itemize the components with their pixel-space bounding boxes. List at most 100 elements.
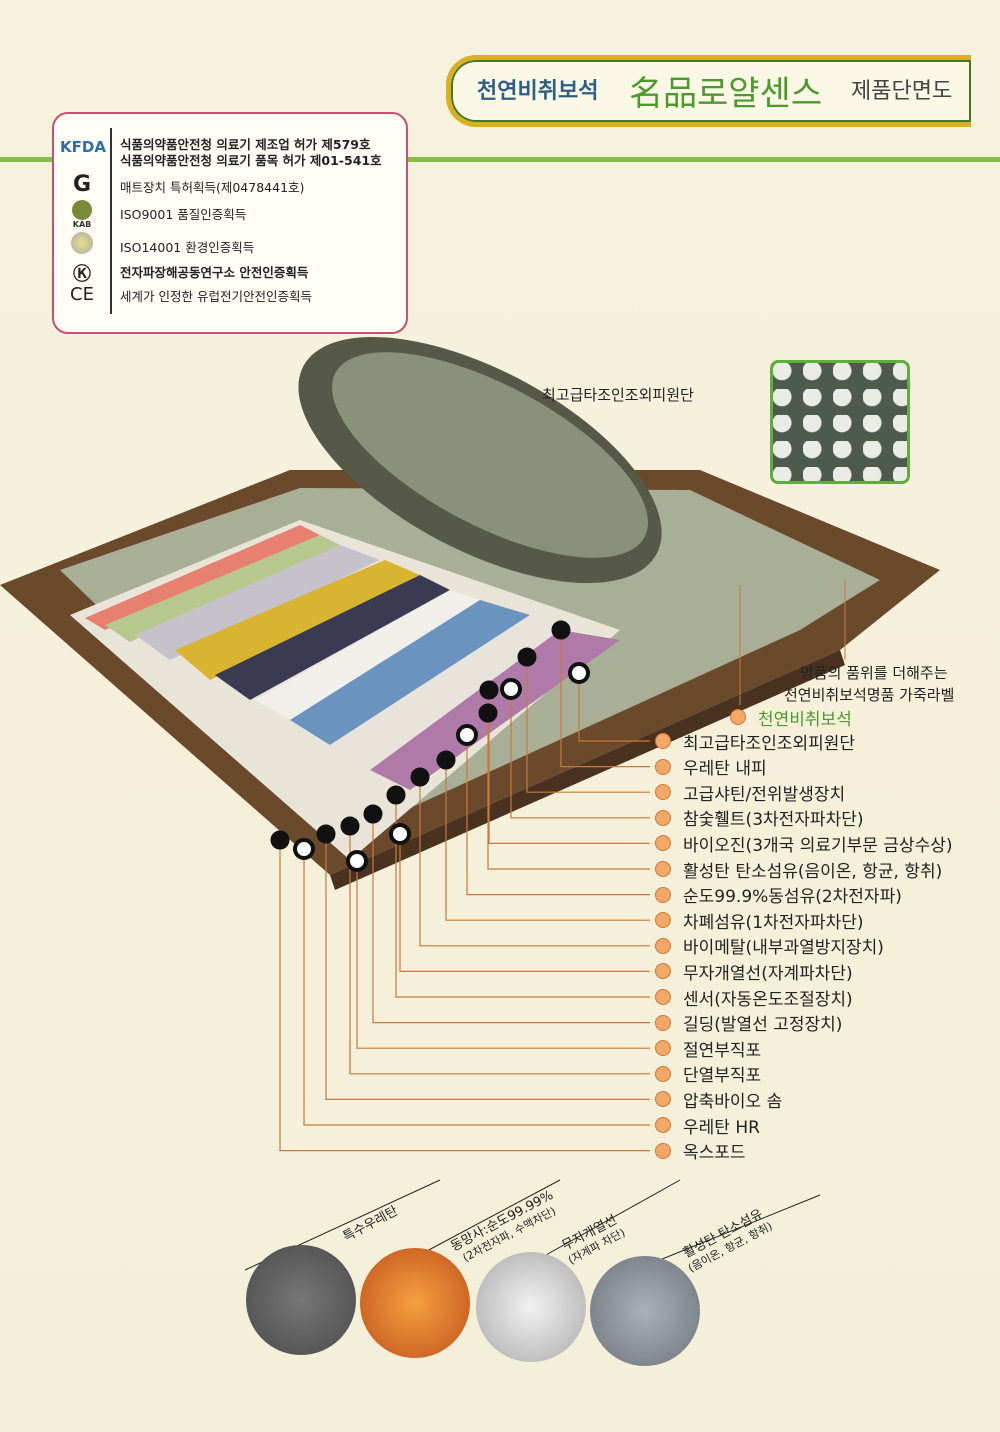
layer-marker — [478, 703, 498, 723]
layer-jade: 천연비취보석 — [730, 706, 852, 730]
cert-text: 전자파장해공동연구소 안전인증획득 — [120, 265, 309, 280]
layer-item: 단열부직포 — [655, 1063, 762, 1087]
sample-copper-mesh — [360, 1248, 470, 1358]
layer-item: 활성탄 탄소섬유(음이온, 항균, 항취) — [655, 858, 943, 882]
emc-k-icon: Ⓚ — [73, 264, 91, 285]
layer-marker — [389, 823, 411, 845]
top-caption: 최고급타조인조외피원단 — [542, 386, 694, 404]
layer-item: 순도99.9%동섬유(2차전자파) — [655, 884, 902, 908]
divider — [110, 128, 112, 314]
bullet-icon — [655, 733, 671, 749]
leader-line — [526, 657, 650, 793]
bullet-icon — [655, 784, 671, 801]
layer-label: 센서(자동온도조절장치) — [683, 989, 853, 1010]
bullet-icon — [655, 1014, 671, 1031]
layer-label: 최고급타조인조외피원단 — [683, 733, 856, 754]
bullet-icon — [655, 809, 671, 826]
bullet-icon — [655, 1091, 671, 1108]
layer-item: 차폐섬유(1차전자파차단) — [655, 909, 864, 933]
title-suffix: 제품단면도 — [851, 79, 953, 104]
jade-closeup-photo — [770, 360, 910, 484]
layer-label: 압축바이오 솜 — [683, 1091, 783, 1112]
layer-item: 압축바이오 솜 — [655, 1088, 783, 1112]
leader-line — [279, 840, 650, 1152]
sample-carbon-fiber — [590, 1256, 700, 1366]
layer-item: 참숯휄트(3차전자파차단) — [655, 807, 864, 831]
leader-line — [395, 795, 650, 998]
sample-urethane — [246, 1245, 356, 1355]
leader-line — [419, 777, 650, 947]
layer-marker — [479, 680, 499, 700]
leader-line — [466, 735, 650, 896]
layer-marker — [436, 750, 456, 770]
layer-marker — [410, 767, 430, 787]
bullet-icon — [655, 989, 671, 1005]
layer-item: 바이메탈(내부과열방지장치) — [655, 935, 884, 959]
bullet-icon — [655, 963, 671, 980]
layer-label: 순도99.9%동섬유(2차전자파) — [683, 887, 902, 908]
cert-text: ISO14001 환경인증획득 — [120, 240, 255, 255]
leader-line — [349, 826, 650, 1075]
leader-line — [578, 673, 650, 742]
layer-item: 우레탄 HR — [655, 1114, 760, 1138]
layer-item: 우레탄 내피 — [655, 756, 767, 780]
layer-label: 바이메탈(내부과열방지장치) — [683, 938, 884, 959]
cert-text: 세계가 인정한 유럽전기안전인증획득 — [120, 289, 312, 304]
bullet-icon — [655, 861, 671, 877]
layer-label: 참숯휄트(3차전자파차단) — [683, 810, 864, 831]
leader-line — [399, 834, 650, 973]
layer-label: 무자개열선(자계파차단) — [683, 963, 853, 984]
patent-icon: G — [72, 172, 92, 197]
layer-label: 우레탄 내피 — [683, 759, 767, 780]
layer-item: 길딩(발열선 고정장치) — [655, 1012, 843, 1036]
layer-marker — [568, 662, 590, 684]
bullet-icon — [655, 1040, 671, 1057]
ce-logo: CE — [70, 284, 94, 305]
bullet-icon — [655, 1142, 671, 1159]
layer-item: 옥스포드 — [655, 1140, 746, 1164]
bullet-icon — [655, 912, 671, 929]
cert-text: 식품의약품안전청 의료기 품목 허가 제01-541호 — [120, 153, 382, 168]
leader-line — [356, 861, 650, 1049]
layer-label: 우레탄 HR — [683, 1117, 760, 1138]
layer-label: 옥스포드 — [683, 1143, 746, 1164]
layer-marker — [517, 647, 537, 667]
layer-label: 고급샤틴/전위발생장치 — [683, 784, 846, 805]
header-rule — [0, 157, 1000, 162]
cert-text: 매트장치 특허획득(제0478441호) — [120, 180, 305, 195]
layer-marker — [551, 620, 571, 640]
label-caption: 천연비취보석명품 가죽라벨 — [784, 686, 955, 704]
layer-label: 길딩(발열선 고정장치) — [683, 1015, 843, 1036]
layer-label: 차폐섬유(1차전자파차단) — [683, 912, 864, 933]
layer-item: 무자개열선(자계파차단) — [655, 960, 853, 984]
title-brand: 名品로얄센스 — [629, 74, 823, 114]
layer-label: 바이오진(3개국 의료기부문 금상수상) — [683, 835, 953, 856]
layer-marker — [346, 850, 368, 872]
layer-label: 절연부직포 — [683, 1040, 762, 1061]
leader-line — [325, 834, 650, 1101]
leader-line — [487, 713, 650, 870]
certification-box: KFDA 식품의약품안전청 의료기 제조업 허가 제579호 식품의약품안전청 … — [52, 112, 408, 334]
layer-item: 절연부직포 — [655, 1037, 762, 1061]
layer-item: 고급샤틴/전위발생장치 — [655, 781, 846, 805]
kab-logo: KAB — [60, 200, 104, 229]
layer-marker — [500, 678, 522, 700]
layer-marker — [363, 804, 383, 824]
leader-line — [303, 849, 650, 1126]
bullet-icon — [730, 709, 746, 725]
cert-text: ISO9001 품질인증획득 — [120, 207, 247, 222]
iso14001-icon — [60, 232, 104, 254]
layer-label: 단열부직포 — [683, 1066, 762, 1087]
cert-text: 식품의약품안전청 의료기 제조업 허가 제579호 — [120, 137, 371, 152]
title-banner: 천연비취보석 名品로얄센스 제품단면도 — [446, 55, 971, 127]
leader-line — [445, 760, 650, 921]
sample-heating-wire — [476, 1252, 586, 1362]
leader-line — [372, 814, 650, 1024]
bullet-icon — [655, 758, 671, 775]
leader-line — [560, 630, 650, 768]
layer-label: 활성탄 탄소섬유(음이온, 항균, 항취) — [683, 861, 943, 882]
leader-line — [488, 690, 650, 845]
layer-marker — [270, 830, 290, 850]
bullet-icon — [655, 1117, 671, 1133]
